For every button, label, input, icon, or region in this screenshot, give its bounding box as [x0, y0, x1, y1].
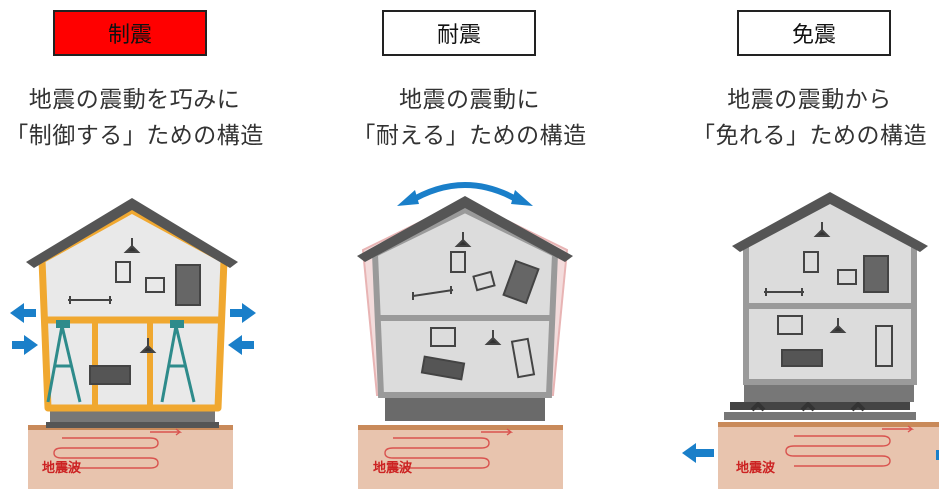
title-taishin: 耐震: [382, 10, 536, 56]
caption-line-1: 地震の震動から: [727, 87, 892, 113]
foundation: [50, 408, 215, 426]
arrow-right-icon: [12, 335, 38, 355]
damper-cap-right: [170, 320, 184, 328]
wave-label: 地震波: [373, 460, 413, 476]
house-frame: [38, 206, 228, 412]
menshin-house-illustration: 地震波: [682, 192, 939, 489]
seismic-wave-lines: [384, 437, 490, 469]
ground: 地震波: [358, 425, 563, 489]
caption-menshin: 地震の震動から 「免れる」ための構造: [653, 82, 939, 154]
panel-seishin: 制震 地震の震動を巧みに 「制御する」ための構造 地震波: [0, 0, 313, 489]
arrow-left-icon: [10, 303, 36, 323]
wave-direction-arrow: [481, 428, 514, 436]
ground: 地震波: [28, 425, 233, 489]
foundation: [744, 382, 914, 402]
wave-label: 地震波: [42, 460, 82, 476]
title-menshin: 免震: [737, 10, 891, 56]
base-isolators: [724, 401, 916, 420]
shake-arrows: [10, 303, 256, 355]
seismic-wave-lines: [53, 437, 159, 469]
interior-furniture: [764, 222, 893, 367]
caption-line-1: 地震の震動に: [399, 87, 540, 113]
arrow-left-icon: [682, 443, 714, 463]
caption-line-2: 「免れる」ための構造: [692, 123, 927, 149]
ground: 地震波: [718, 422, 939, 489]
damper-braces: [46, 325, 196, 403]
panel-menshin: 免震 地震の震動から 「免れる」ための構造 地震波: [626, 0, 939, 489]
seishin-house-illustration: 地震波: [10, 198, 256, 489]
sway-arrow-icon: [397, 182, 533, 206]
interior-furniture: [412, 232, 540, 381]
caption-line-1: 地震の震動を巧みに: [28, 87, 241, 113]
arrow-left-icon: [228, 335, 254, 355]
house-frame: [371, 206, 559, 398]
arrow-right-icon: [936, 450, 939, 460]
foundation: [385, 395, 545, 421]
wave-direction-arrow: [882, 425, 915, 433]
arrow-right-icon: [230, 303, 256, 323]
roof: [732, 192, 928, 252]
title-seishin: 制震: [53, 10, 207, 56]
caption-taishin: 地震の震動に 「耐える」ための構造: [313, 82, 626, 154]
wave-label: 地震波: [736, 460, 776, 476]
caption-seishin: 地震の震動を巧みに 「制御する」ための構造: [0, 82, 291, 154]
caption-line-2: 「耐える」ための構造: [352, 123, 587, 149]
wave-direction-arrow: [150, 428, 183, 436]
seismic-wave-lines: [785, 435, 891, 467]
damper-cap-left: [56, 320, 70, 328]
taishin-house-illustration: 地震波: [357, 182, 573, 489]
caption-line-2: 「制御する」ための構造: [5, 123, 264, 149]
interior-furniture: [68, 238, 201, 385]
panel-taishin: 耐震 地震の震動に 「耐える」ための構造 地震波: [313, 0, 626, 489]
